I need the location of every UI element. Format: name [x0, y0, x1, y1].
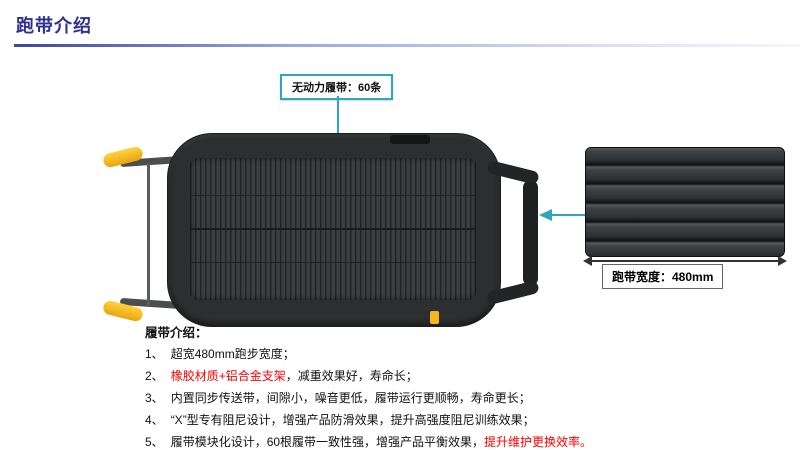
treadmill-yellow-lever: [430, 311, 439, 324]
item-text: “X”型专有阻尼设计，增强产品防滑效果，提升高强度阻尼训练效果；: [170, 412, 535, 427]
belt-seam-bottom: [190, 262, 476, 263]
treadmill-handlebar-vertical: [523, 180, 538, 286]
width-arrow-right-icon: [778, 256, 787, 266]
belt-description: 履带介绍： 1、超宽480mm跑步宽度； 2、橡胶材质+铝合金支架，减重效果好，…: [145, 326, 775, 450]
treadmill-console-detail: [390, 135, 430, 144]
belt-width-label: 跑带宽度：480mm: [602, 264, 724, 289]
item-number: 3、: [145, 390, 164, 405]
item-number: 4、: [145, 412, 164, 427]
item-number: 1、: [145, 346, 164, 361]
description-item-2: 2、橡胶材质+铝合金支架，减重效果好，寿命长；: [145, 369, 775, 384]
width-arrow-left-icon: [583, 256, 592, 266]
description-item-1: 1、超宽480mm跑步宽度；: [145, 347, 775, 362]
item-text: 内置同步传送带，间隙小，噪音更低，履带运行更顺畅，寿命更长；: [170, 390, 531, 405]
item-text-tail: ，减重效果好，寿命长；: [285, 368, 418, 383]
item-text-highlight: 提升维护更换效率。: [484, 434, 593, 449]
callout-label: 无动力履带：60条: [292, 82, 382, 94]
treadmill-front-crossbar: [147, 163, 150, 307]
description-item-3: 3、内置同步传送带，间隙小，噪音更低，履带运行更顺畅，寿命更长；: [145, 391, 775, 406]
callout-box: 无动力履带：60条: [280, 74, 394, 100]
item-number: 5、: [145, 434, 164, 449]
zoom-pointer-arrowhead-icon: [539, 209, 552, 221]
description-item-4: 4、 “X”型专有阻尼设计，增强产品防滑效果，提升高强度阻尼训练效果；: [145, 413, 775, 428]
item-text: 履带模块化设计，60根履带一致性强，增强产品平衡效果，: [170, 434, 485, 449]
page-title: 跑带介绍: [16, 16, 92, 36]
title-underline: [14, 44, 800, 47]
item-text: 超宽480mm跑步宽度；: [170, 346, 295, 361]
zoom-pointer-line: [551, 214, 585, 216]
item-number: 2、: [145, 368, 164, 383]
belt-seam-middle: [190, 228, 476, 230]
width-measure-line: [589, 260, 781, 262]
belt-texture-image: [585, 147, 785, 257]
item-text-highlight: 橡胶材质+铝合金支架: [170, 368, 286, 383]
description-item-5: 5、履带模块化设计，60根履带一致性强，增强产品平衡效果，提升维护更换效率。: [145, 435, 775, 450]
description-heading: 履带介绍：: [145, 326, 208, 340]
treadmill-top-view: [95, 108, 555, 333]
belt-seam-top: [190, 195, 476, 196]
